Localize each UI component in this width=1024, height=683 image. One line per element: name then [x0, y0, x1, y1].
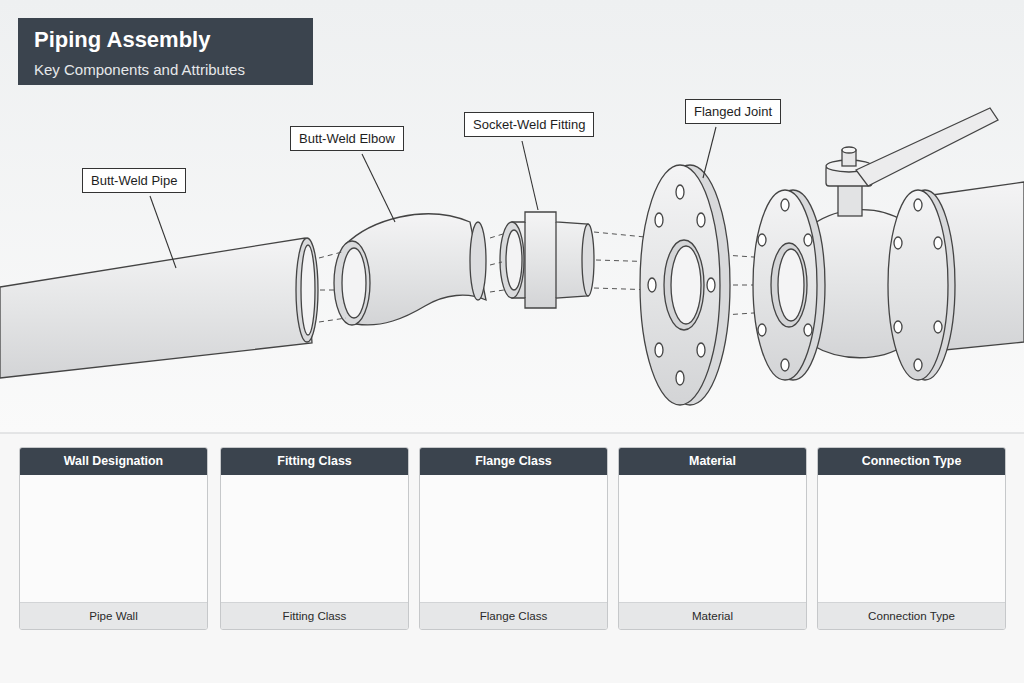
socket-weld-fitting — [555, 222, 556, 298]
butt-weld-elbow — [334, 241, 370, 325]
leader-lines — [150, 196, 176, 268]
flange — [648, 278, 656, 292]
leader-lines — [362, 154, 395, 222]
card-caption: Fitting Class — [221, 602, 408, 629]
callout-label: Flanged Joint — [685, 99, 781, 124]
ball-valve — [934, 237, 942, 249]
title-text: Piping Assembly — [34, 27, 210, 53]
card-caption: Connection Type — [818, 602, 1005, 629]
callout-label: Butt-Weld Pipe — [82, 168, 186, 193]
dashed-guides — [490, 234, 503, 238]
ball-valve — [781, 199, 789, 211]
card-heading: Connection Type — [818, 448, 1005, 475]
flange — [697, 343, 705, 357]
leader-lines — [522, 141, 538, 210]
butt-weld-elbow — [334, 214, 486, 325]
background — [0, 433, 1024, 683]
ball-valve — [914, 199, 922, 211]
ball-valve — [771, 243, 807, 327]
ball-valve — [781, 359, 789, 371]
attribute-card: Flange ClassFlange Class — [419, 447, 608, 630]
butt-weld-elbow — [342, 248, 366, 318]
flange — [676, 185, 684, 199]
flange — [697, 213, 705, 227]
socket-weld-fitting — [582, 224, 594, 296]
butt-weld-elbow — [470, 222, 486, 300]
callout-label: Socket-Weld Fitting — [464, 112, 594, 137]
ball-valve — [804, 234, 812, 246]
card-caption: Flange Class — [420, 602, 607, 629]
dashed-guides — [490, 290, 504, 292]
butt-weld-pipe — [0, 238, 312, 378]
ball-valve — [804, 324, 812, 336]
attribute-card: Fitting ClassFitting Class — [220, 447, 409, 630]
card-heading: Wall Designation — [20, 448, 207, 475]
ball-valve — [894, 321, 902, 333]
socket-weld-fitting — [500, 222, 524, 298]
ball-valve — [934, 321, 942, 333]
ball-valve — [894, 237, 902, 249]
dashed-guides — [490, 262, 502, 265]
label-text: Flanged Joint — [694, 104, 772, 119]
ball-valve — [842, 147, 856, 153]
dashed-guides — [319, 318, 346, 322]
flange — [664, 240, 704, 330]
ball-valve — [753, 190, 817, 380]
label-text: Socket-Weld Fitting — [473, 117, 585, 132]
ball-valve — [856, 108, 998, 186]
label-text: Butt-Weld Elbow — [299, 131, 395, 146]
ball-valve — [888, 190, 948, 380]
butt-weld-pipe — [0, 238, 318, 378]
dashed-guides — [319, 252, 342, 258]
socket-weld-fitting — [506, 230, 522, 290]
socket-weld-fitting — [500, 212, 594, 308]
flange — [676, 371, 684, 385]
leader-lines — [703, 127, 716, 178]
attribute-card: MaterialMaterial — [618, 447, 807, 630]
card-heading: Material — [619, 448, 806, 475]
dashed-guides — [320, 290, 336, 291]
background — [0, 0, 1024, 433]
card-caption: Pipe Wall — [20, 602, 207, 629]
flange — [707, 278, 715, 292]
flange — [640, 165, 730, 405]
ball-valve — [838, 182, 862, 216]
flange — [648, 185, 715, 385]
ball-valve — [753, 108, 1024, 380]
flange — [640, 165, 720, 405]
flange — [671, 246, 701, 324]
butt-weld-pipe — [301, 245, 315, 335]
ball-valve — [758, 234, 766, 246]
leader-lines — [150, 127, 716, 268]
card-heading: Flange Class — [420, 448, 607, 475]
butt-weld-pipe — [296, 238, 318, 342]
flange — [655, 343, 663, 357]
attribute-card: Connection TypeConnection Type — [817, 447, 1006, 630]
ball-valve — [778, 249, 804, 321]
background — [0, 433, 1024, 434]
ball-valve — [758, 199, 812, 371]
flange — [655, 213, 663, 227]
ball-valve — [914, 359, 922, 371]
label-text: Butt-Weld Pipe — [91, 173, 177, 188]
card-heading: Fitting Class — [221, 448, 408, 475]
callout-label: Butt-Weld Elbow — [290, 126, 404, 151]
attribute-card: Wall DesignationPipe Wall — [19, 447, 208, 630]
subtitle-text: Key Components and Attributes — [34, 61, 245, 78]
ball-valve — [758, 324, 766, 336]
card-caption: Material — [619, 602, 806, 629]
ball-valve — [894, 199, 942, 371]
title-panel: Piping AssemblyKey Components and Attrib… — [18, 18, 313, 85]
